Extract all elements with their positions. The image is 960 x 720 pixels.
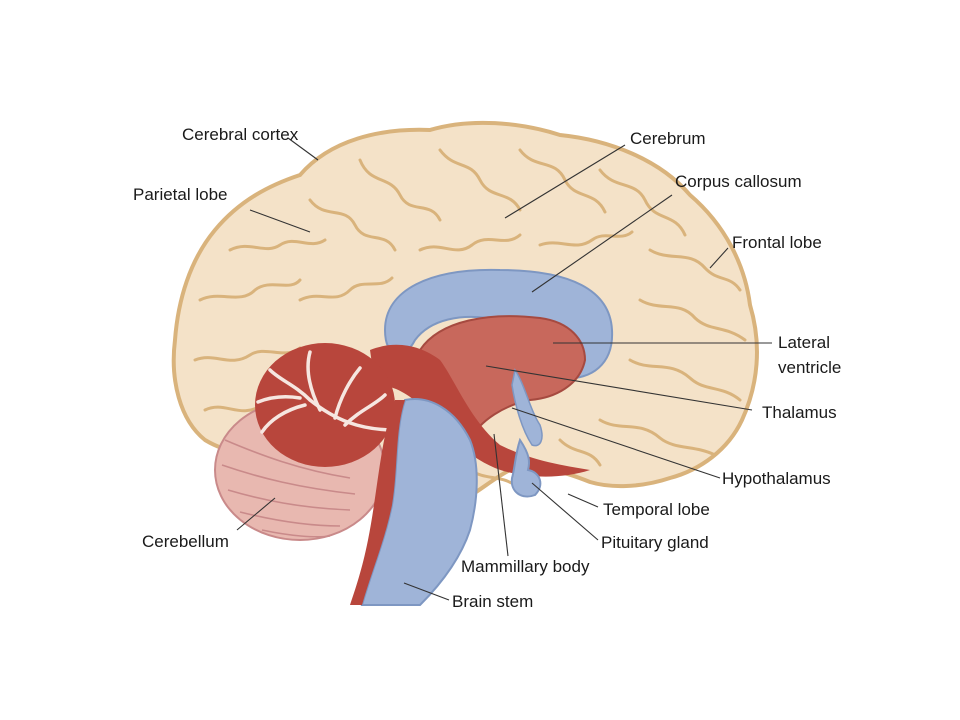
pituitary-shape — [510, 437, 542, 498]
label-lateral-ventricle-line1: Lateral — [778, 333, 830, 352]
label-parietal-lobe: Parietal lobe — [133, 185, 228, 204]
label-cerebellum: Cerebellum — [142, 532, 229, 551]
label-lateral-ventricle-line2: ventricle — [778, 358, 841, 377]
label-cerebral-cortex: Cerebral cortex — [182, 125, 299, 144]
third-ventricle — [511, 368, 543, 447]
labels: Cerebral cortex Parietal lobe Cerebrum C… — [133, 125, 841, 611]
brain-stem-edge — [350, 400, 405, 605]
cortex-folds — [193, 148, 747, 487]
cerebellum-shape — [214, 343, 397, 541]
label-pituitary-gland: Pituitary gland — [601, 533, 709, 552]
label-hypothalamus: Hypothalamus — [722, 469, 831, 488]
label-cerebrum: Cerebrum — [630, 129, 706, 148]
leader-lines — [236, 137, 772, 601]
label-frontal-lobe: Frontal lobe — [732, 233, 822, 252]
label-corpus-callosum: Corpus callosum — [675, 172, 802, 191]
label-brain-stem: Brain stem — [452, 592, 533, 611]
label-mammillary-body: Mammillary body — [461, 557, 590, 576]
label-temporal-lobe: Temporal lobe — [603, 500, 710, 519]
tissue-band — [370, 344, 590, 477]
label-thalamus: Thalamus — [762, 403, 837, 422]
